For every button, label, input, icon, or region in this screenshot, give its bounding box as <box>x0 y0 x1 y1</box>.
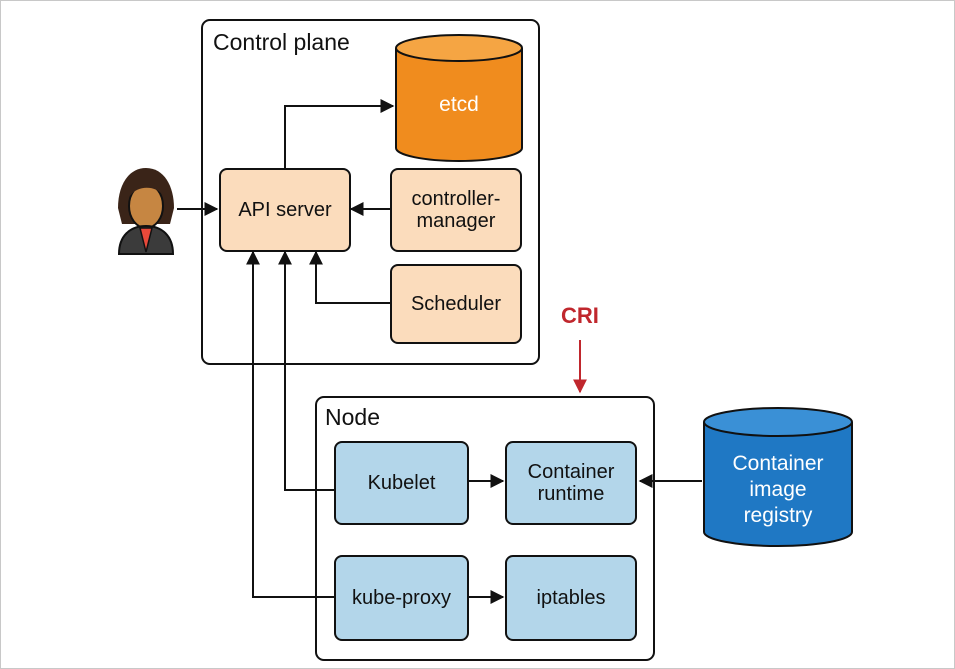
registry-cylinder <box>703 407 853 547</box>
node-title: Node <box>325 404 380 430</box>
cri-label: CRI <box>561 303 599 328</box>
user-avatar-icon <box>117 168 175 255</box>
etcd-cylinder <box>395 34 523 162</box>
kube-proxy-box: kube-proxy <box>334 555 469 641</box>
arrow-api-to-etcd <box>284 99 395 168</box>
scheduler-box: Scheduler <box>390 264 522 344</box>
arrow-kubelet-to-api <box>278 250 334 491</box>
registry-label: Container image registry <box>732 452 824 527</box>
kubelet-box: Kubelet <box>334 441 469 525</box>
controller-manager-box: controller- manager <box>390 168 522 252</box>
api-server-box: API server <box>219 168 351 252</box>
arrow-scheduler-to-api <box>309 250 390 304</box>
arrow-kubeproxy-to-api <box>246 250 334 598</box>
iptables-box: iptables <box>505 555 637 641</box>
container-runtime-box: Container runtime <box>505 441 637 525</box>
etcd-label: etcd <box>439 93 479 116</box>
control-plane-title: Control plane <box>213 29 350 55</box>
